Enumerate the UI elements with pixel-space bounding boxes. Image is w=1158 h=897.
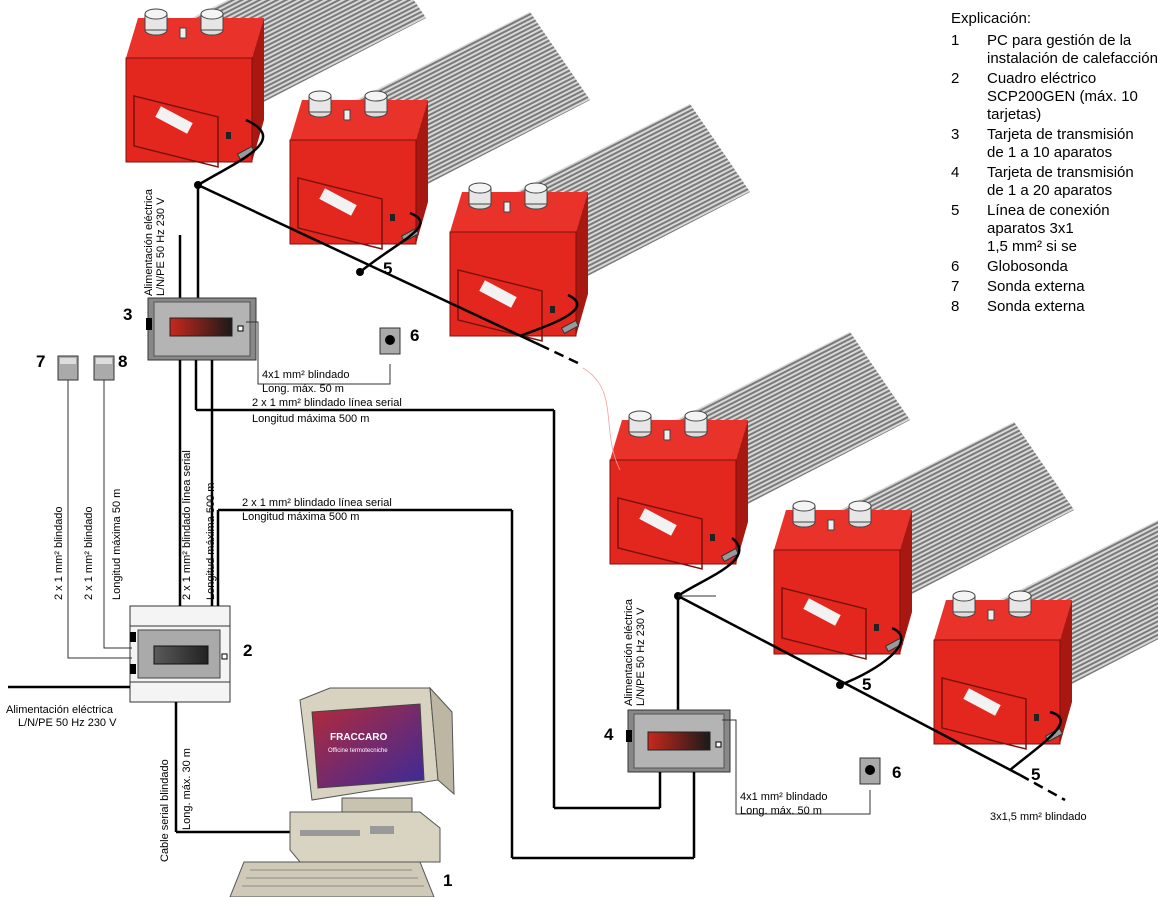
globe-sensor-6b [859, 757, 881, 785]
bus-line-b [676, 537, 1066, 802]
pc-computer [229, 686, 455, 897]
power-label-main-b: L/N/PE 50 Hz 230 V [18, 717, 117, 729]
serial-vertical-label: 2 x 1 mm² blindado línea serial [181, 450, 193, 600]
power-label-card4-a: Alimentación eléctrica [623, 598, 635, 706]
external-sensor-8 [93, 355, 115, 381]
label-num-3: 3 [123, 305, 132, 324]
external-sensor-7 [57, 355, 79, 381]
bus-line-a [178, 118, 583, 367]
serial-vertical-length-label: Longitud máxima 500 m [205, 483, 217, 600]
label-num-5b: 5 [862, 675, 871, 694]
sensor8-cable-label: 2 x 1 mm² blindado [83, 506, 95, 600]
line-3x15-label: 3x1,5 mm² blindado [990, 811, 1087, 823]
wiring [8, 360, 696, 860]
power-label-card3-a: Alimentación eléctrica [143, 188, 155, 296]
cable-label-4x1-a: 4x1 mm² blindado [262, 369, 349, 381]
label-num-4: 4 [604, 725, 614, 744]
serial-label-card4-b: Longitud máxima 500 m [242, 511, 359, 523]
label-num-8: 8 [118, 352, 127, 371]
cable-label-4x1-length-a: Long. máx. 50 m [262, 383, 344, 395]
serial-label-card3-b: Longitud máxima 500 m [252, 413, 369, 425]
power-label-card4-b: L/N/PE 50 Hz 230 V [635, 607, 647, 706]
label-num-2: 2 [243, 641, 252, 660]
label-num-5a: 5 [383, 259, 392, 278]
power-label-main-a: Alimentación eléctrica [6, 704, 114, 716]
serial-label-card4-a: 2 x 1 mm² blindado línea serial [242, 497, 392, 509]
explanation-title: Explicación: [951, 10, 1032, 27]
heating-installation-diagram: 1 2 3 4 5 5 5 6 6 7 8 Alimentación eléct… [6, 0, 1158, 897]
power-label-card3-b: L/N/PE 50 Hz 230 V [155, 197, 167, 296]
cable-label-4x1-length-b: Long. máx. 50 m [740, 805, 822, 817]
monitor-brand-text: FRACCARO [330, 732, 387, 743]
pc-cable-length-label: Long. máx. 30 m [181, 748, 193, 830]
pc-cable-label: Cable serial blindado [159, 759, 171, 862]
explanation-text-8: Sonda externa [987, 298, 1085, 315]
sensor-length-label: Longitud máxima 50 m [111, 489, 123, 600]
serial-label-card3-a: 2 x 1 mm² blindado línea serial [252, 397, 402, 409]
monitor-sub-text: Officine termotecniche [328, 748, 388, 754]
transmission-card-3 [146, 297, 257, 361]
label-num-6a: 6 [410, 326, 419, 345]
label-num-5c: 5 [1031, 765, 1040, 784]
explanation-text-6: Globosonda [987, 258, 1068, 275]
explanation-text-7: Sonda externa [987, 278, 1085, 295]
globe-sensor-6a [379, 327, 401, 355]
sensor7-cable-label: 2 x 1 mm² blindado [53, 506, 65, 600]
sensor-wiring [67, 321, 871, 815]
label-num-1: 1 [443, 871, 452, 890]
label-num-7: 7 [36, 352, 45, 371]
label-num-6b: 6 [892, 763, 901, 782]
electrical-panel-2 [129, 605, 231, 703]
cable-label-4x1-b: 4x1 mm² blindado [740, 791, 827, 803]
transmission-card-4 [626, 709, 731, 773]
